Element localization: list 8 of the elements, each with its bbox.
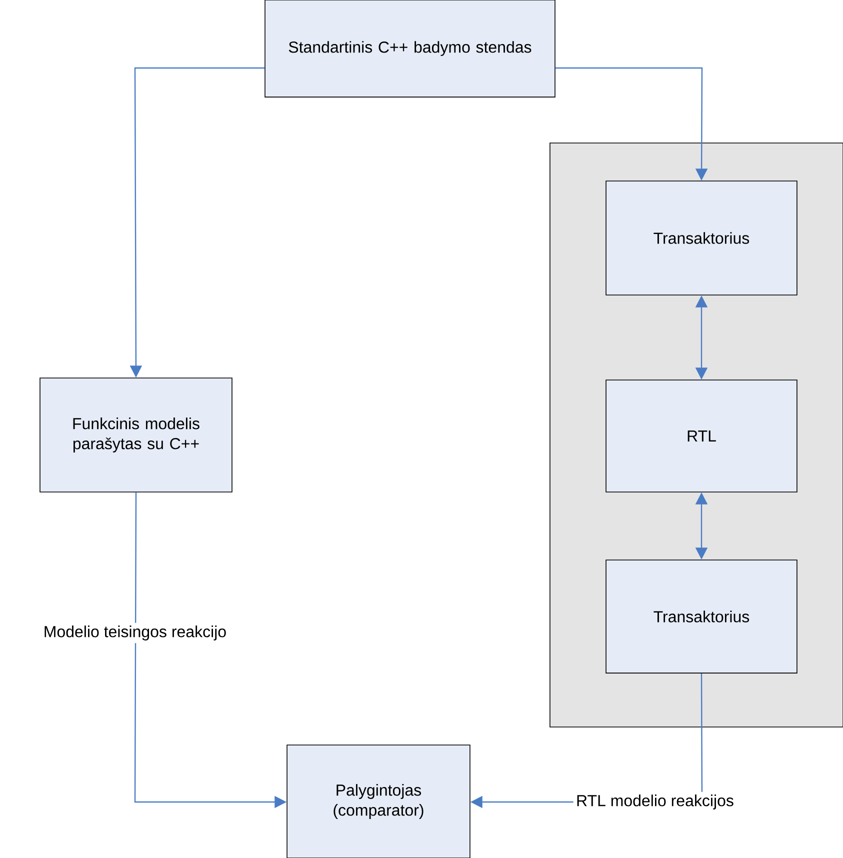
edge-label: RTL modelio reakcijos <box>573 792 737 812</box>
process-box: Transaktorius <box>606 180 798 296</box>
process-box: Funkcinis modelis parašytas su C++ <box>40 378 232 492</box>
edge-label: Modelio teisingos reakcijo <box>40 622 230 644</box>
process-box: Transaktorius <box>606 560 798 674</box>
process-box: Palygintojas (comparator) <box>286 744 470 858</box>
process-box: RTL <box>606 380 798 492</box>
process-box: Standartinis C++ badymo stendas <box>264 0 556 98</box>
